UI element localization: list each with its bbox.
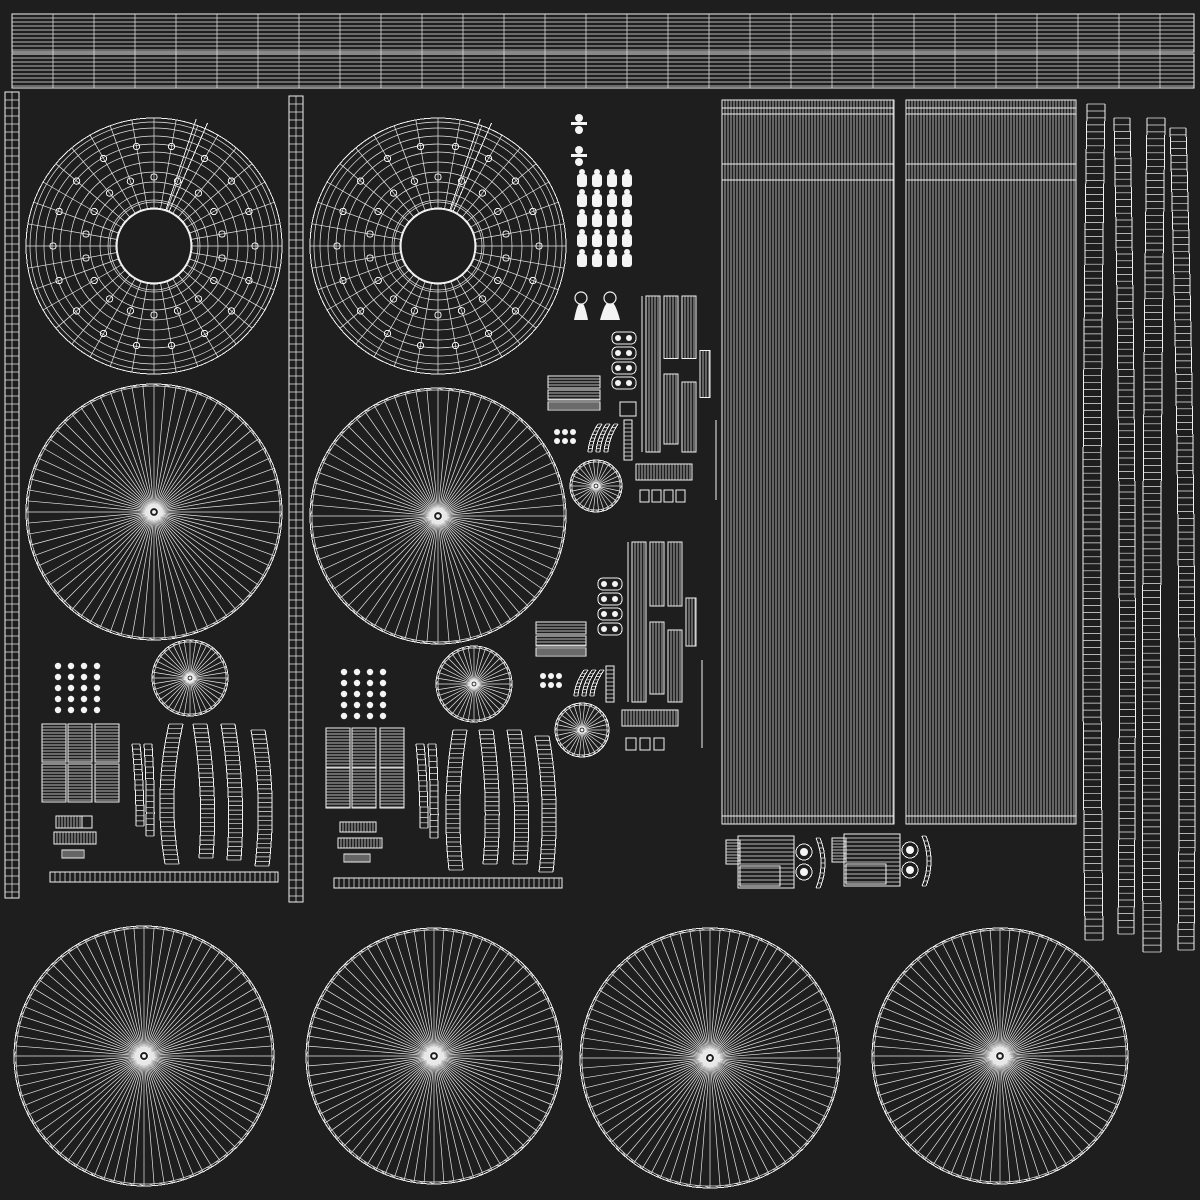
plate-stack-island-lower	[535, 621, 587, 657]
small-grid-island-lower	[621, 709, 679, 751]
curved-strip-left-2	[192, 723, 216, 859]
curved-strip-middle-1	[445, 729, 468, 871]
assembly-island-right	[831, 833, 919, 887]
bracket-stack-island-lower	[597, 577, 623, 636]
fan-disc-island-middle	[309, 387, 567, 645]
rail-island-middle	[333, 877, 563, 889]
left-vertical-strip-island	[4, 91, 20, 899]
curved-strip-middle-4	[534, 735, 557, 873]
small-tabs-middle	[337, 821, 383, 863]
mini-parts-upper	[619, 401, 637, 461]
bar-block-middle-5	[351, 767, 377, 809]
curved-strip-middle-6	[427, 743, 439, 839]
ring-disc-island-middle	[309, 117, 567, 375]
vertical-pins-upper	[641, 318, 717, 500]
fan-disc-island-bottom-2	[305, 927, 563, 1185]
mini-dots-lower	[540, 673, 562, 688]
small-grid-island-upper	[635, 463, 693, 503]
curved-strip-middle-5	[415, 743, 429, 829]
mini-arc-lower-2	[581, 669, 597, 697]
mini-arc-lower-3	[589, 669, 605, 697]
curved-strip-left-4	[250, 729, 273, 867]
small-parts-column-top	[571, 114, 632, 320]
mini-arc-lower-1	[573, 669, 589, 697]
tall-curved-strip-1	[1082, 103, 1106, 941]
tall-panel-island-right	[905, 99, 1077, 825]
tall-curved-strip-3	[1142, 117, 1166, 953]
rail-island-left	[49, 871, 279, 883]
assembly-island-left	[725, 835, 813, 889]
fan-disc-island-bottom-3	[579, 927, 841, 1189]
fan-disc-island-bottom-4	[871, 927, 1129, 1185]
bar-block-left-5	[67, 763, 93, 803]
small-fan-disc-island-b	[554, 702, 610, 758]
bar-block-middle-6	[379, 767, 405, 809]
tall-curved-strip-2	[1113, 117, 1136, 935]
mini-arc-upper-2	[595, 423, 611, 453]
plate-stack-island-upper	[547, 375, 601, 411]
small-fan-disc-island-middle	[435, 645, 513, 723]
bar-block-left-1	[41, 723, 67, 763]
fan-disc-island-left	[25, 383, 283, 641]
bar-block-left-6	[94, 763, 120, 803]
small-tabs-left	[53, 815, 97, 859]
tall-panel-island-left	[721, 99, 895, 825]
dot-cluster-island-left	[54, 662, 101, 714]
bar-block-left-2	[67, 723, 93, 763]
curved-strip-left-1	[159, 723, 184, 865]
bar-block-middle-4	[325, 767, 351, 809]
mini-arc-upper-3	[603, 423, 619, 453]
middle-vertical-strip-island	[288, 95, 304, 903]
fan-disc-island-bottom-1	[13, 925, 275, 1187]
mini-dots-upper	[554, 429, 576, 444]
ring-disc-island-left	[25, 117, 283, 375]
bar-block-left-4	[41, 763, 67, 803]
curved-strip-left-5	[131, 743, 145, 827]
tall-curved-strip-4	[1169, 127, 1196, 951]
bar-block-left-3	[94, 723, 120, 763]
mini-parts-lower	[605, 665, 615, 703]
curved-strip-middle-2	[478, 729, 500, 865]
top-strip-island	[11, 13, 1195, 89]
curved-strip-middle-3	[506, 729, 530, 865]
vertical-pins-lower	[627, 560, 703, 748]
uv-islands	[4, 13, 1196, 1189]
small-fan-disc-island-a	[569, 459, 623, 513]
dot-cluster-island-middle	[340, 668, 387, 720]
assembly-island-right-arc	[921, 835, 932, 887]
mini-arc-upper-1	[587, 423, 603, 453]
curved-strip-left-3	[220, 723, 244, 861]
curved-strip-left-6	[143, 743, 155, 837]
small-fan-disc-island-left	[151, 639, 229, 717]
assembly-island-left-arc	[815, 837, 826, 889]
bracket-stack-island-upper	[611, 331, 637, 390]
